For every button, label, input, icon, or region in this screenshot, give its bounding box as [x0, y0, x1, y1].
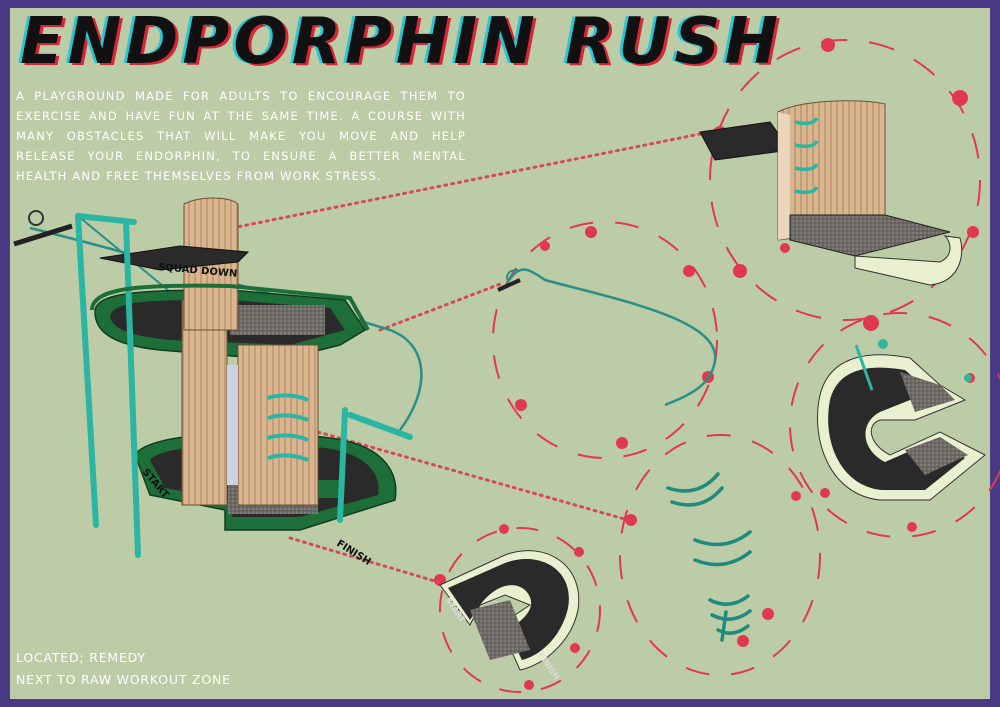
dashed-circle-u-platform	[789, 312, 1000, 538]
u-platform-detail	[817, 339, 986, 501]
zipline-detail	[497, 268, 717, 407]
dashed-circle-bottom	[439, 527, 601, 693]
spring-detail	[666, 472, 752, 642]
location-line-2: NEXT TO RAW WORKOUT ZONE	[16, 672, 231, 687]
location-line-1: LOCATED; REMEDY	[16, 650, 146, 665]
poster-title: ENDPORPHIN RUSH	[20, 5, 783, 79]
main-structure: SQUAD DOWN START FINISH	[13, 197, 423, 568]
u-track-detail: START FINISH	[439, 550, 580, 681]
connector-lines	[230, 129, 717, 584]
dashed-circle-top-right	[709, 39, 981, 321]
dashed-circle-spring	[619, 434, 821, 676]
description-text: A PLAYGROUND MADE FOR ADULTS TO ENCOURAG…	[16, 89, 466, 183]
tower-detail	[699, 100, 963, 286]
dashed-circle-zipline	[492, 221, 718, 459]
